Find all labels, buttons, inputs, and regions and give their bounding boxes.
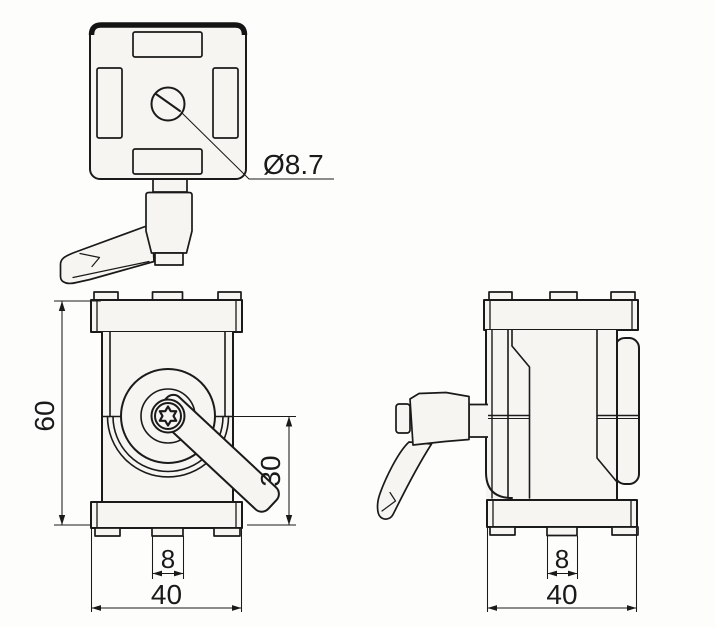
dim-front-width: 40 [90,529,243,612]
side-inner-plate-right [596,329,618,483]
slot-right [212,67,239,139]
stem-neck [152,180,188,193]
side-top-flange-ticks [489,299,633,331]
dim-front-tab-label: 8 [161,544,175,574]
dim-side-width-label: 40 [546,579,577,610]
pivot-outer-circle [120,368,216,464]
lever-tip-notch [79,252,101,268]
side-bottom-flange-ticks [492,499,632,528]
lever-end-cap [395,403,411,434]
side-top-tab-right [610,291,636,301]
front-top-flange-ticks [96,299,237,333]
screw-boss-inner [154,402,182,430]
side-bottom-tab-center [546,526,578,537]
dim-front-lever-label: 30 [255,455,286,486]
torx-screw-icon [158,405,178,427]
side-top-tab-left [488,291,513,301]
front-body-inner-walls [109,331,226,418]
slot-top [132,31,203,58]
slot-bottom [132,148,203,175]
leader-line [180,111,334,180]
lever-handle-side-view [376,441,433,520]
lever-hub-top-view [145,191,193,254]
dim-front-height: 60 [29,300,101,526]
side-rounded-plate [614,337,640,485]
top-view-shaded-edge [88,22,248,36]
lever-edge-line [72,260,150,279]
side-inner-plate-left [511,329,531,499]
side-view [376,291,640,537]
hole-diameter-label: Ø8.7 [263,149,324,180]
top-view: Ø8.7 [59,22,334,285]
side-top-tab-center [549,291,578,301]
hub-bottom-tab [154,252,184,266]
dim-front-tab-width: 8 [151,536,185,579]
side-top-flange [483,299,639,331]
dim-front-width-label: 40 [151,579,182,610]
side-bottom-tab-right [611,526,639,536]
lever-handle-top-view [59,223,155,285]
lever-hub-side-view [409,391,470,446]
front-bottom-flange [90,501,243,529]
dimensions: 60 30 8 40 [29,300,638,612]
dim-side-tab-width: 8 [546,536,579,579]
dim-side-width: 40 [486,528,638,612]
front-top-flange [90,299,243,333]
dim-front-height-label: 60 [29,400,60,431]
dim-front-lever-offset: 30 [234,415,296,526]
side-body-left-edge [485,329,513,499]
side-bottom-flange [486,499,638,528]
front-bottom-flange-ticks [96,501,237,529]
screw-slot-line [155,93,181,112]
slot-left [96,67,123,139]
dim-side-tab-label: 8 [555,544,569,574]
side-lever-notch [381,491,397,512]
front-bottom-tab-right [213,527,241,537]
front-view [90,291,280,537]
front-bottom-tab-center [151,527,184,537]
front-bottom-tab-left [94,527,121,537]
side-bottom-tab-left [489,526,516,536]
lever-shaft-side-view [468,403,488,438]
center-hole [150,86,186,122]
